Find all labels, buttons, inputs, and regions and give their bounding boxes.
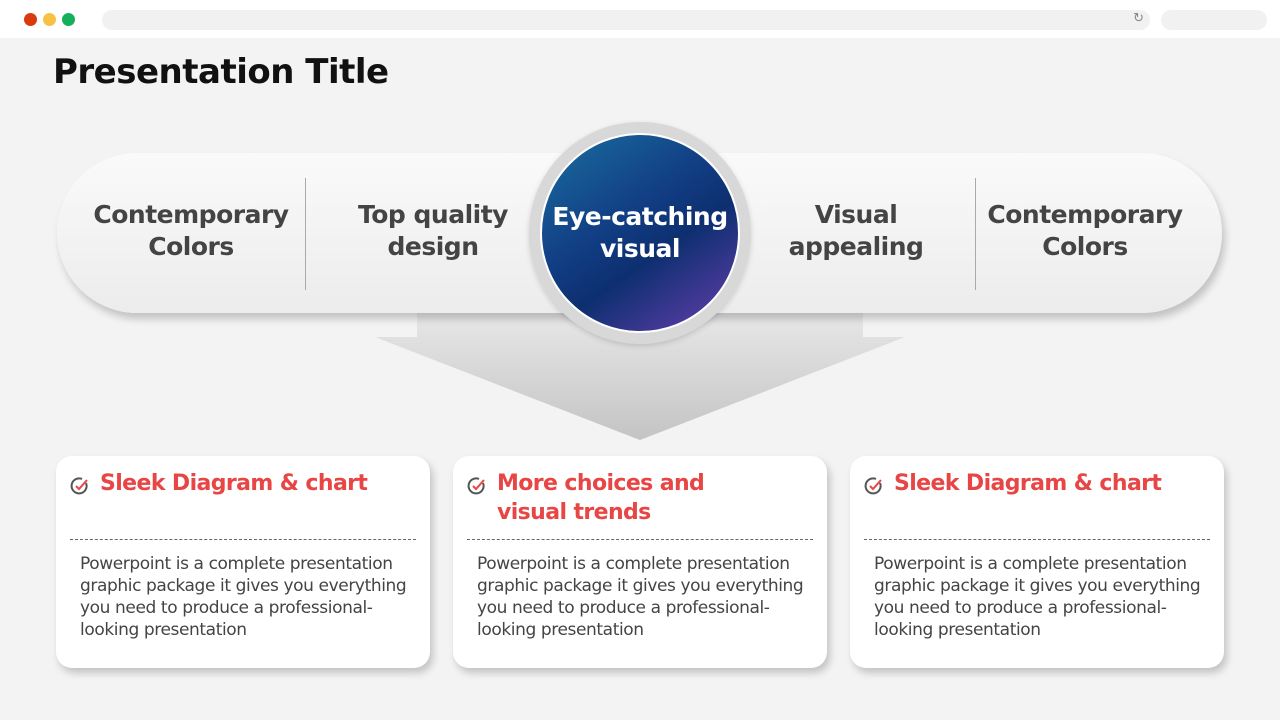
divider [305,178,306,290]
check-circle-icon [70,477,88,495]
dashed-divider [864,539,1210,540]
check-circle-icon [467,477,485,495]
card-body: Powerpoint is a complete presentation gr… [80,554,407,640]
feature-contemporary-colors-2: Contemporary Colors [987,200,1183,261]
card-title: Sleek Diagram & chart [894,471,1162,496]
check-circle-icon [864,477,882,495]
card-title: More choices and visual trends [497,471,705,525]
minimize-dot[interactable] [43,13,56,26]
card: More choices and visual trends Powerpoin… [453,456,827,668]
card: Sleek Diagram & chart Powerpoint is a co… [56,456,430,668]
tab-placeholder[interactable] [1161,10,1267,30]
card-body: Powerpoint is a complete presentation gr… [477,554,804,640]
card-body: Powerpoint is a complete presentation gr… [874,554,1201,640]
feature-top-quality: Top quality design [358,200,508,261]
address-bar[interactable]: ↻ [102,10,1150,30]
dashed-divider [70,539,416,540]
maximize-dot[interactable] [62,13,75,26]
center-circle: Eye-catching visual [540,133,740,333]
feature-contemporary-colors: Contemporary Colors [93,200,289,261]
reload-icon[interactable]: ↻ [1133,11,1144,26]
card-title: Sleek Diagram & chart [100,471,368,496]
close-dot[interactable] [24,13,37,26]
page-title: Presentation Title [53,52,389,92]
card: Sleek Diagram & chart Powerpoint is a co… [850,456,1224,668]
feature-visual-appealing: Visual appealing [788,200,924,261]
divider [975,178,976,290]
browser-bar: ↻ [0,0,1280,38]
center-label: Eye-catching visual [552,202,728,263]
dashed-divider [467,539,813,540]
